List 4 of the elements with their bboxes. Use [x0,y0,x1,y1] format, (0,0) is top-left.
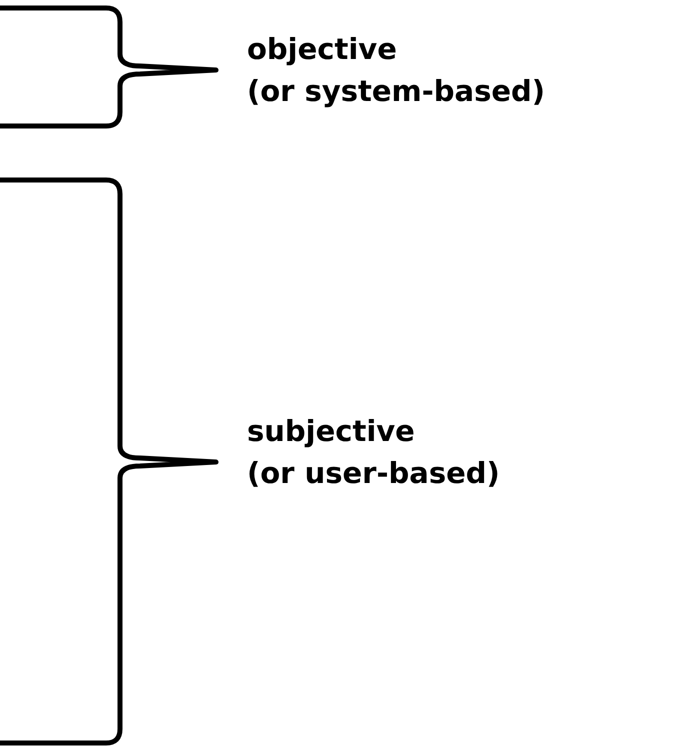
brace-label: (or system-based) [247,74,546,109]
brace-label: (or user-based) [247,456,500,491]
brace-label: subjective [247,414,415,449]
brace-label: objective [247,32,397,67]
